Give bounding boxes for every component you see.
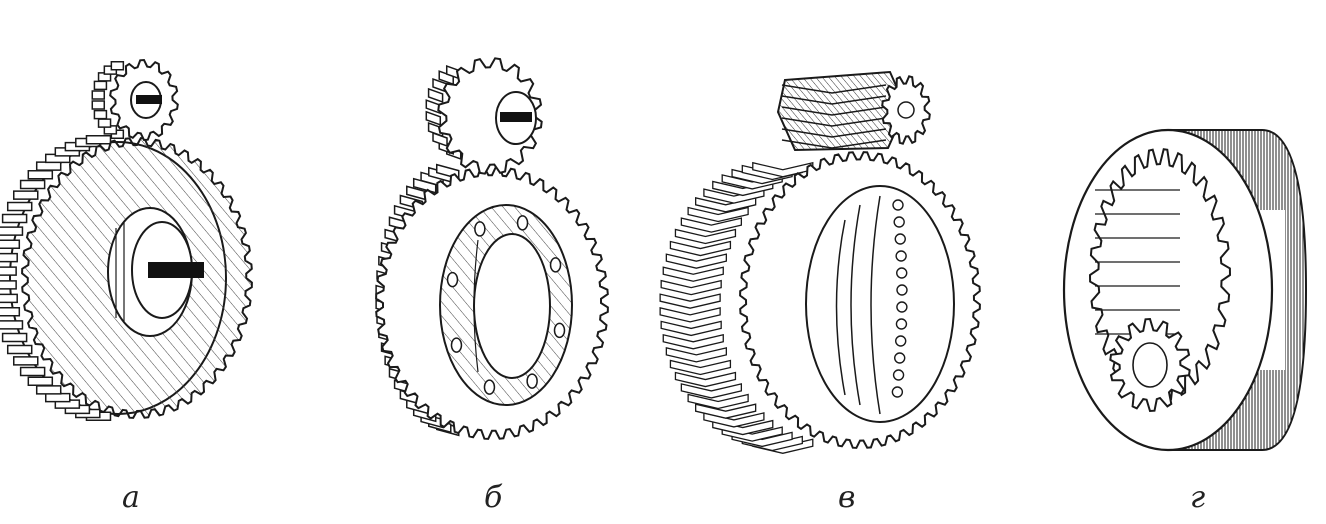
herringbone-bolt-holes [891,199,908,398]
caption-g: г [1190,480,1205,515]
bore [473,233,551,379]
panel-a-spur-gears [0,58,253,422]
panel-b-helical-gears [375,57,609,440]
pinion-side-teeth [91,61,125,139]
bolt-holes [446,215,566,395]
caption-b: б [484,480,503,515]
herringbone-pinion-chevrons [781,84,887,149]
side-teeth-left [0,134,112,422]
caption-v: в [838,480,855,515]
pinion-keyway [136,95,162,104]
panel-g-internal-gear [1062,128,1308,452]
herringbone-pinion-bore [897,101,915,119]
caption-a: а [122,480,140,515]
internal-tooth-bands [1095,189,1180,335]
keyway [148,262,204,278]
helical-pinion-keyway [500,112,532,122]
internal-pinion-bore [1132,342,1168,388]
herringbone-side-teeth [659,161,814,454]
panel-v-herringbone-gears [659,70,981,454]
inner-ring [805,185,955,423]
